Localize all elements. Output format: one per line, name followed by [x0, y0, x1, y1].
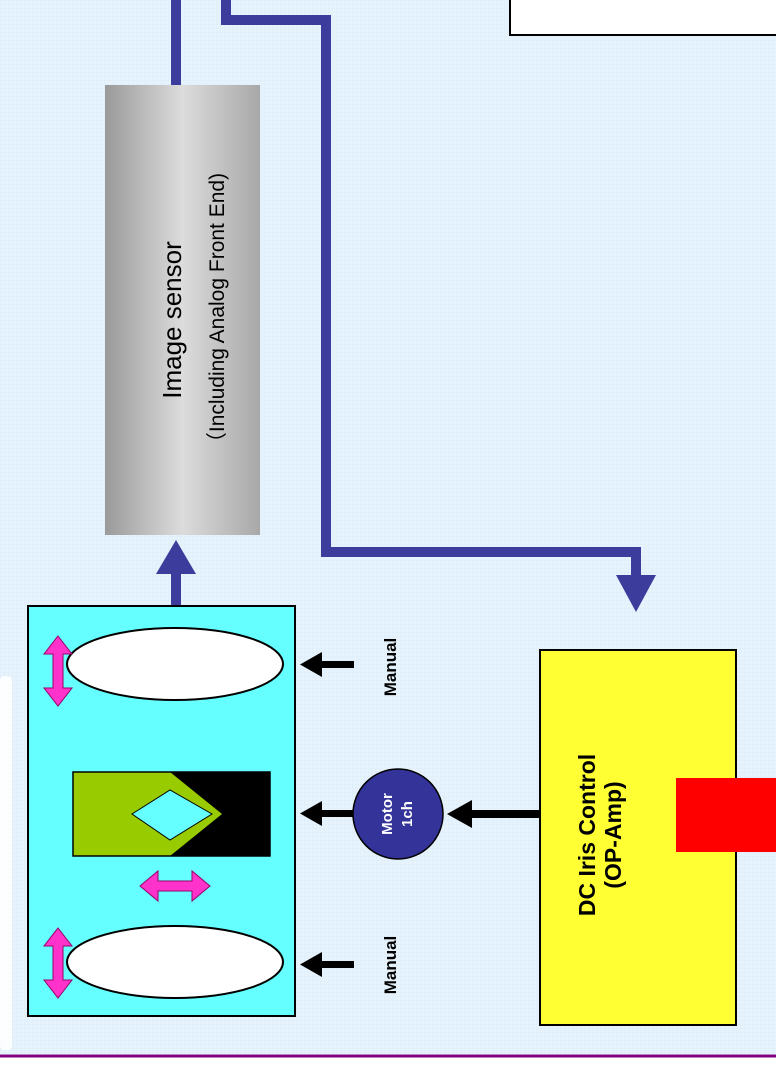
manual-top-label: Manual [381, 637, 400, 697]
lens-element-bottom [66, 925, 284, 999]
top-right-box [509, 0, 776, 36]
image-sensor-title: Image sensor [157, 241, 187, 399]
motor-to-aperture-arrow [300, 801, 354, 826]
motor-label-line1: Motor [379, 793, 396, 835]
motor-label-line2: 1ch [399, 801, 416, 827]
lens-element-top [66, 627, 284, 701]
arrow-left-icon [300, 652, 322, 677]
arrow-down-icon [616, 575, 656, 612]
iris-to-motor-arrow [447, 800, 540, 828]
feedback-bus [221, 0, 641, 578]
manual-bottom-arrow [300, 952, 354, 977]
iris-control-label-line2: (OP-Amp) [600, 781, 626, 889]
iris-aperture [72, 771, 271, 857]
image-sensor-subtitle: （Including Analog Front End) [206, 172, 229, 454]
left-edge-panel [0, 676, 12, 1050]
red-output-block [676, 778, 776, 852]
double-arrow-icon [139, 869, 211, 903]
image-sensor-box [105, 85, 260, 535]
motor-circle [352, 768, 444, 860]
manual-top-arrow [300, 652, 354, 677]
arrow-up-icon [156, 540, 196, 574]
double-arrow-icon [42, 635, 74, 707]
arrow-left-icon [300, 952, 322, 977]
lens-to-sensor-bus [171, 568, 181, 608]
manual-bottom-label: Manual [381, 935, 400, 995]
double-arrow-icon [42, 927, 74, 999]
